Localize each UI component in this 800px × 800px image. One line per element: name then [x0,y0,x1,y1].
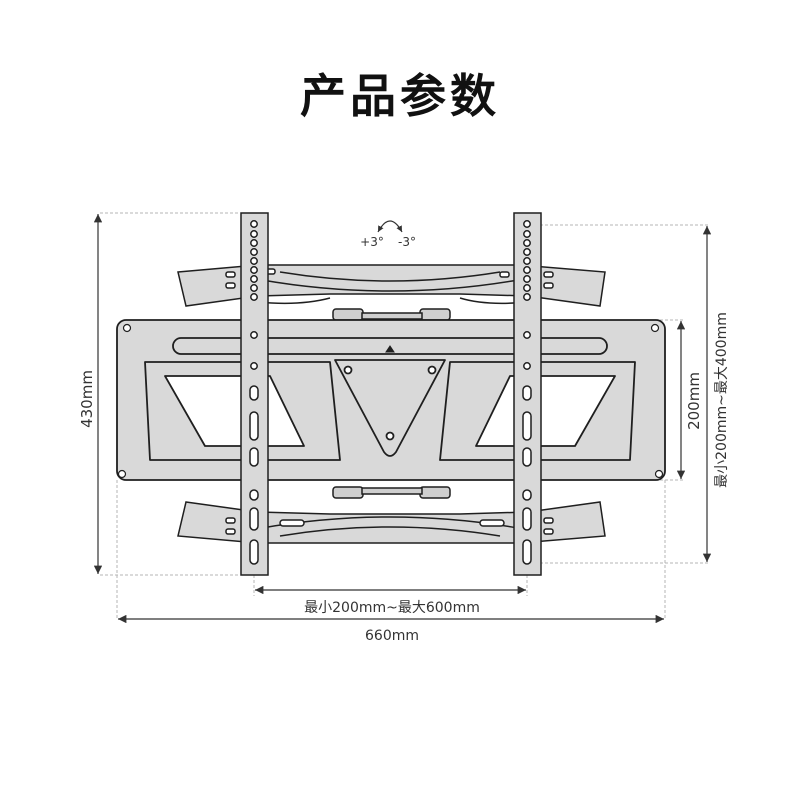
tilt-arrow-icon [377,220,403,233]
right-vertical-bracket [513,212,542,576]
page-title: 产品参数 [300,69,500,123]
height-total-label: 430mm [78,370,96,428]
dimension-lines [93,214,712,624]
tilt-indicator: +3° -3° [360,220,416,249]
left-vertical-bracket [240,212,269,576]
tilt-plus-label: +3° [360,235,384,249]
vesa-vertical-range-label: 最小200mm~最大400mm [714,312,730,488]
tilt-minus-label: -3° [398,235,416,249]
lower-arm [177,486,606,544]
wall-plate [116,319,666,481]
guide-lines [100,212,710,620]
vesa-vertical-inner-label: 200mm [685,372,703,430]
width-total-label: 660mm [365,628,419,644]
vesa-horizontal-range-label: 最小200mm~最大600mm [304,600,480,616]
